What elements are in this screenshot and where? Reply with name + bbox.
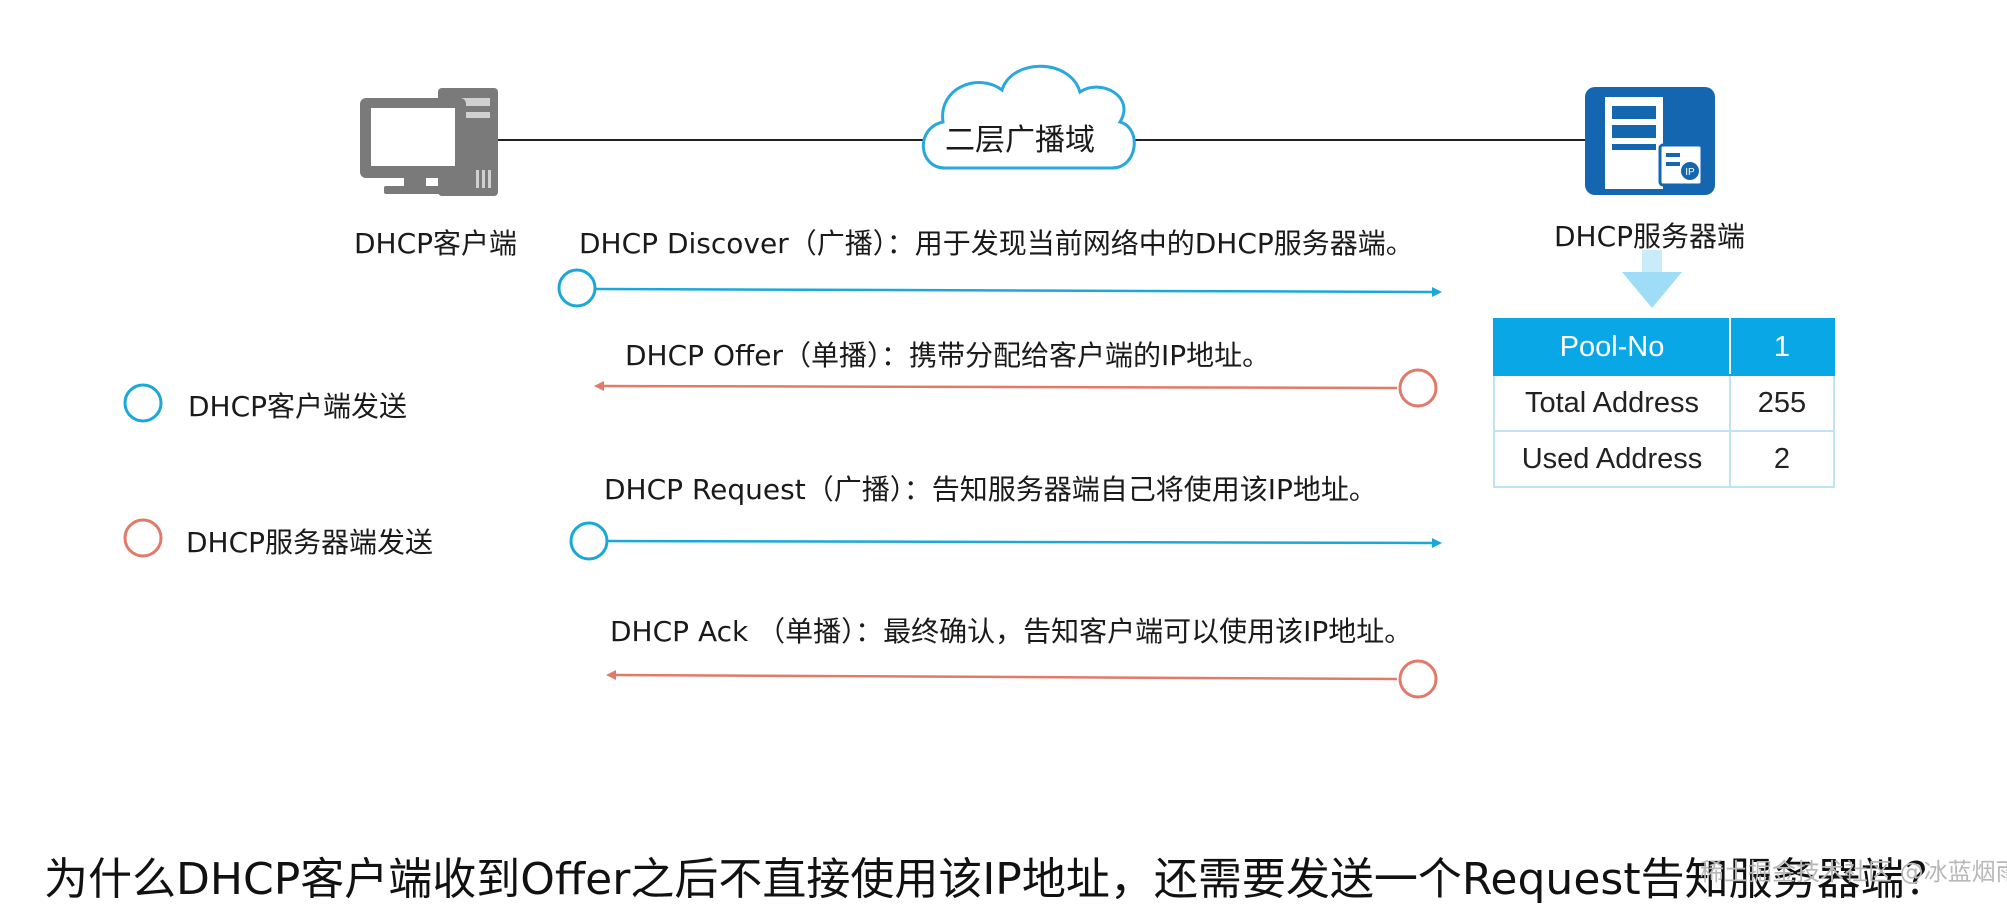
- cloud-icon: [921, 64, 1136, 170]
- pool-no-key: Pool-No: [1493, 318, 1731, 376]
- pool-table-header-row: Pool-No 1: [1493, 318, 1835, 376]
- discover-arrow: [557, 268, 1442, 308]
- legend-server-label: DHCP服务器端发送: [186, 526, 434, 559]
- offer-message: DHCP Offer（单播）：携带分配给客户端的IP地址。: [625, 339, 1271, 372]
- total-address-key: Total Address: [1493, 374, 1731, 432]
- used-address-key: Used Address: [1493, 430, 1731, 488]
- pool-no-value: 1: [1729, 318, 1835, 376]
- discover-message: DHCP Discover（广播）：用于发现当前网络中的DHCP服务器端。: [579, 227, 1414, 260]
- server-icon: IP: [1585, 87, 1715, 195]
- ack-arrow: [606, 659, 1438, 699]
- ack-message: DHCP Ack （单播）：最终确认，告知客户端可以使用该IP地址。: [610, 615, 1413, 648]
- watermark-text: 稀土掘金技术社区 @冰蓝烟雨: [1700, 858, 2007, 886]
- address-pool-table: Pool-No 1 Total Address 255 Used Address…: [1493, 318, 1835, 488]
- table-row: Used Address 2: [1493, 430, 1835, 488]
- legend-server-circle: [123, 518, 163, 558]
- svg-text:IP: IP: [1685, 167, 1695, 178]
- legend-client-circle: [123, 383, 163, 423]
- client-computer-icon: [360, 88, 498, 196]
- request-arrow: [569, 521, 1442, 561]
- offer-arrow: [594, 368, 1438, 408]
- table-row: Total Address 255: [1493, 374, 1835, 432]
- question-text: 为什么DHCP客户端收到Offer之后不直接使用该IP地址，还需要发送一个Req…: [44, 854, 1949, 905]
- server-label: DHCP服务器端: [1554, 220, 1746, 253]
- legend-client-label: DHCP客户端发送: [188, 390, 408, 423]
- total-address-value: 255: [1729, 374, 1835, 432]
- client-label: DHCP客户端: [354, 227, 518, 260]
- used-address-value: 2: [1729, 430, 1835, 488]
- down-arrow-icon: [1622, 250, 1682, 308]
- broadcast-domain-label: 二层广播域: [945, 123, 1095, 158]
- request-message: DHCP Request（广播）：告知服务器端自己将使用该IP地址。: [604, 473, 1377, 506]
